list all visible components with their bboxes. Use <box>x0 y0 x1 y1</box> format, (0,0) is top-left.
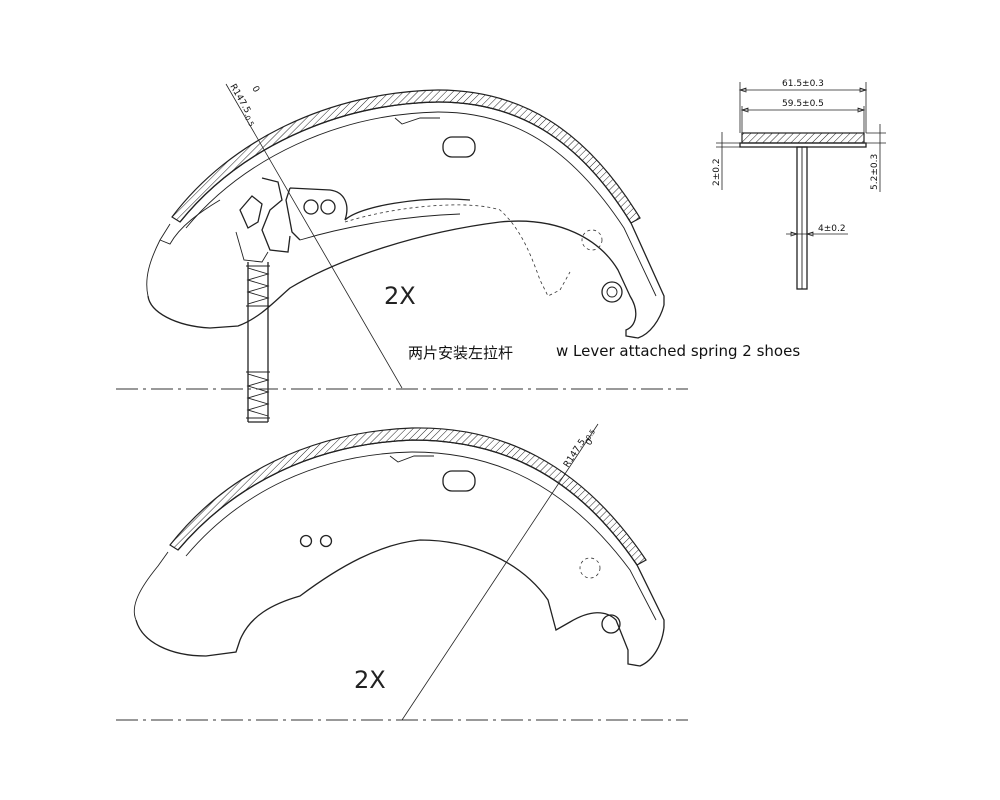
lower-quantity: 2X <box>354 666 386 694</box>
note-english: w Lever attached spring 2 shoes <box>556 342 800 360</box>
upper-shoe-view: R147.5-0.5 0 2X <box>116 83 688 423</box>
upper-quantity: 2X <box>384 282 416 310</box>
spring-rod <box>247 262 269 423</box>
section-view: 61.5±0.3 59.5±0.5 2±0.2 5.2±0.3 4±0.2 <box>712 79 886 290</box>
lower-rim <box>177 439 665 628</box>
lower-slot <box>442 470 476 492</box>
lower-web <box>135 539 665 667</box>
lower-radius-tol-upper: 0 <box>584 437 596 447</box>
lower-radius-leader <box>401 423 599 721</box>
section-lining <box>741 132 865 144</box>
dim-overall-width: 61.5±0.3 <box>782 79 824 89</box>
upper-radius-tol-upper: 0 <box>249 85 261 95</box>
dim-lining-width: 59.5±0.5 <box>782 99 824 109</box>
upper-rim <box>179 101 665 305</box>
upper-slot <box>442 136 476 158</box>
upper-radius-leader <box>225 83 403 389</box>
dim-rim-thickness: 2±0.2 <box>712 158 722 186</box>
dim-web-thickness: 4±0.2 <box>818 224 846 234</box>
spring-upper <box>246 265 270 307</box>
upper-lever <box>285 187 471 241</box>
note-chinese: 两片安装左拉杆 <box>408 344 513 362</box>
dim-lining-thickness: 5.2±0.3 <box>870 154 880 190</box>
spring-lower <box>246 371 270 419</box>
lower-shoe-view: R147.5-0.5 0 2X <box>116 423 688 721</box>
upper-web <box>147 220 665 339</box>
